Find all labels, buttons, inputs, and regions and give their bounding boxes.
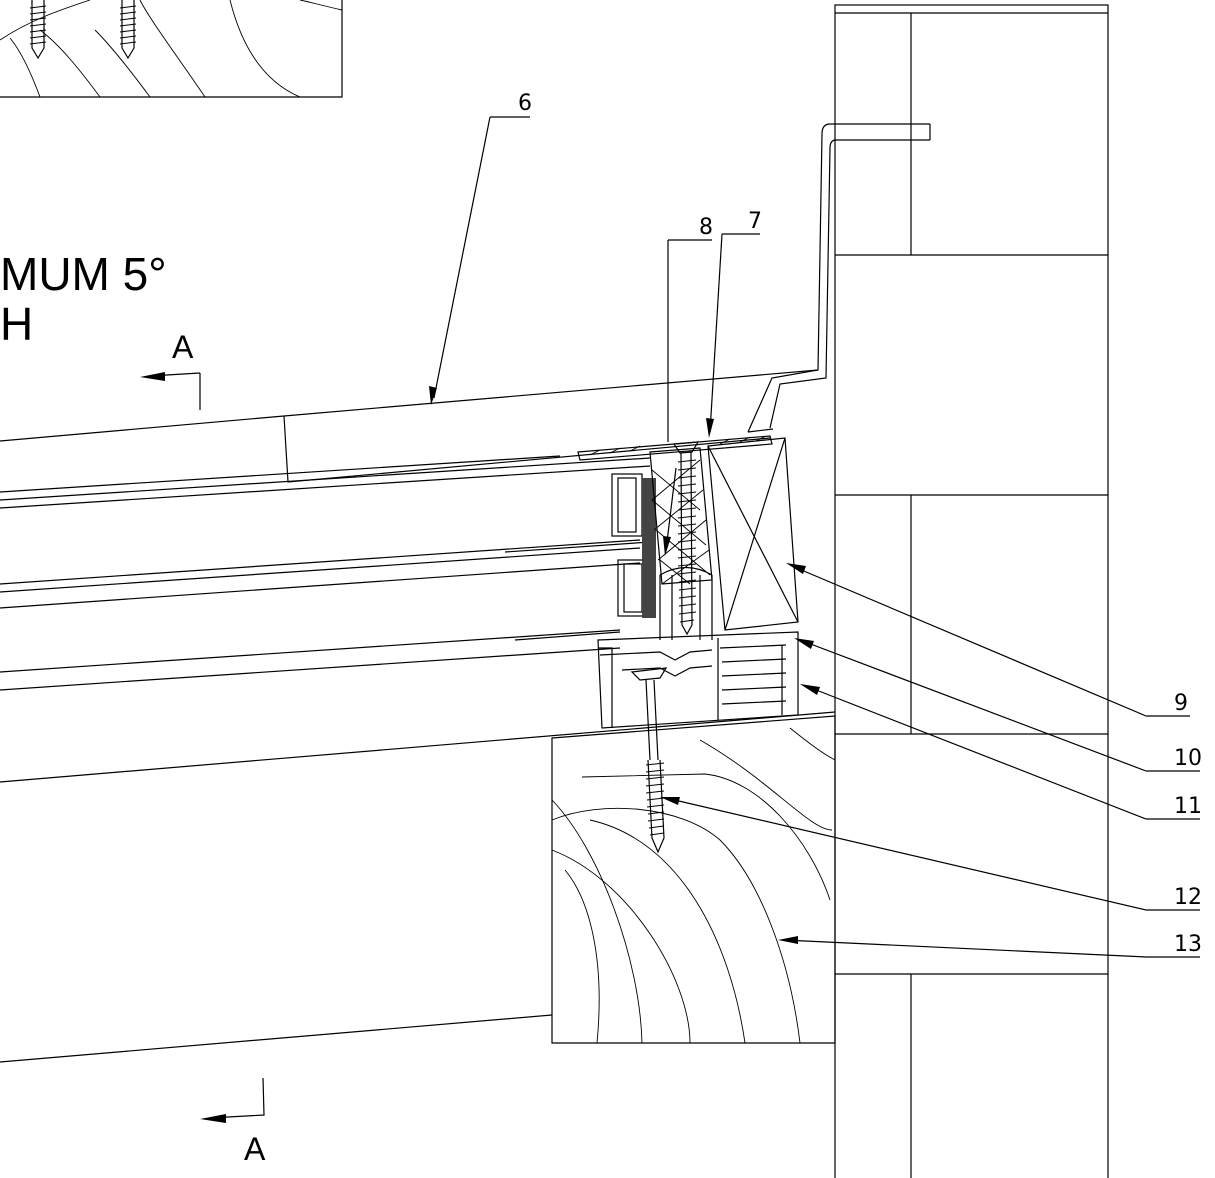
glazing-spacers	[611, 473, 656, 618]
leader-lines	[429, 116, 1200, 958]
inset-screw-left	[29, 0, 47, 60]
pitch-note-line-1: MUM 5°	[0, 248, 167, 300]
brick-wall	[834, 4, 1109, 1178]
svg-text:A: A	[244, 1131, 266, 1167]
cap-top-plate	[577, 435, 773, 461]
timber-block	[707, 437, 799, 631]
callout-7: 7	[748, 209, 762, 234]
section-marker-bottom: A	[200, 1077, 266, 1167]
section-marker-top: A	[140, 329, 201, 410]
lead-flashing	[747, 123, 931, 433]
pitch-note-line-2: H	[0, 298, 33, 350]
callout-10: 10	[1174, 746, 1202, 771]
callout-numbers: 6 8 7 9 10 11 12 13	[518, 91, 1202, 957]
callout-9: 9	[1174, 691, 1188, 716]
callout-13: 13	[1174, 932, 1202, 957]
inset-detail-top-left	[0, 0, 343, 98]
fixing-screw	[630, 667, 668, 854]
callout-6: 6	[518, 91, 532, 116]
timber-wall-plate	[551, 715, 836, 1044]
roof-slope-lines	[0, 369, 836, 1063]
main-screw	[672, 441, 700, 636]
callout-8: 8	[699, 215, 713, 240]
inset-screw-right	[119, 0, 137, 60]
callout-11: 11	[1174, 794, 1202, 819]
callout-12: 12	[1174, 885, 1202, 910]
svg-text:A: A	[172, 329, 194, 365]
eaves-beam-profile	[597, 566, 799, 729]
